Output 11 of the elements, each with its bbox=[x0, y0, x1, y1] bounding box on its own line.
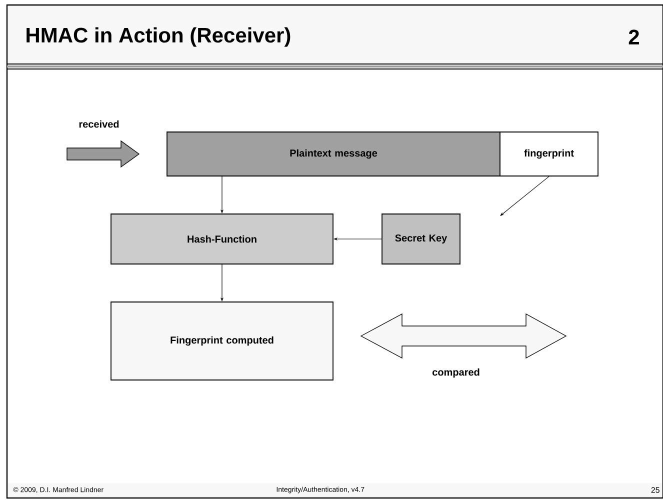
secret-key-box: Secret Key bbox=[382, 214, 460, 264]
page-number: 25 bbox=[651, 487, 660, 493]
fingerprint-box: Fingerprint computed bbox=[110, 302, 334, 380]
arrow bbox=[500, 176, 550, 216]
arrow-label: compared bbox=[432, 368, 480, 378]
message-box: Plaintext message bbox=[166, 132, 500, 176]
slide-number: 2 bbox=[628, 30, 639, 44]
hash-function-box: Hash-Function bbox=[110, 214, 334, 264]
arrow-label: received bbox=[79, 120, 119, 128]
slide-title: HMAC in Action (Receiver) bbox=[26, 27, 290, 47]
fingerprint-box: fingerprint bbox=[500, 132, 598, 176]
